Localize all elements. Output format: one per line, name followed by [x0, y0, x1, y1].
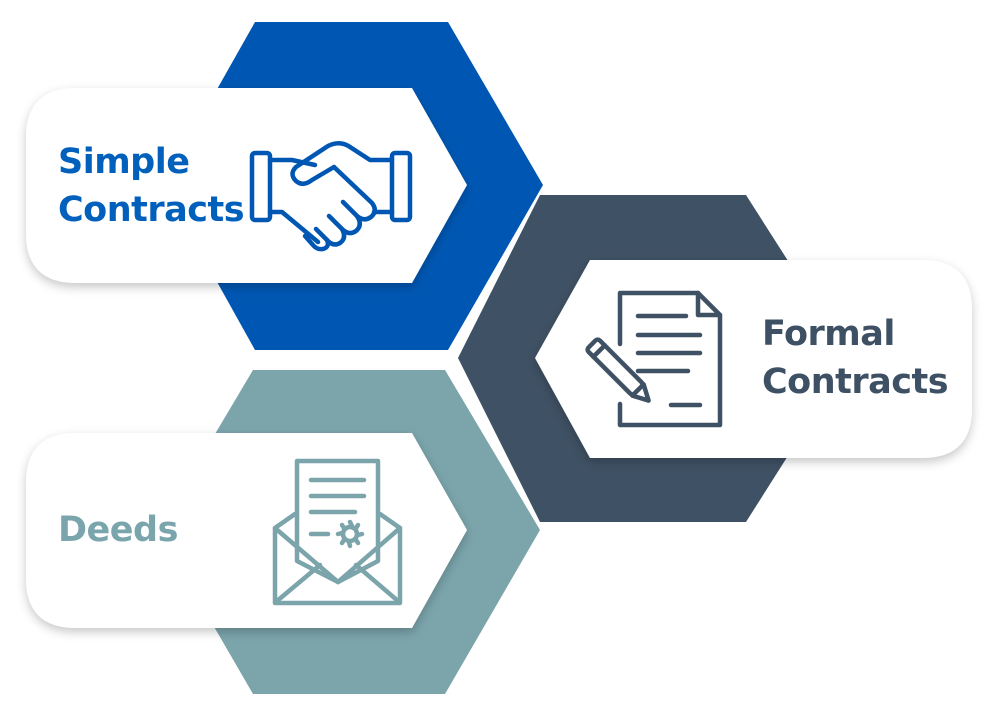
simple-contracts-card	[26, 88, 467, 283]
formal-contracts-label: Formal Contracts	[762, 310, 949, 406]
formal-contracts-card	[535, 260, 972, 458]
deeds-label: Deeds	[58, 506, 178, 554]
document-pen-icon	[585, 290, 723, 428]
formal-contracts-label-line-1: Formal	[762, 314, 895, 354]
handshake-icon	[249, 141, 413, 252]
simple-contracts-label: Simple Contracts	[58, 138, 245, 234]
simple-contracts-label-line-2: Contracts	[58, 190, 245, 230]
deeds-label-line-1: Deeds	[58, 510, 178, 550]
formal-contracts-label-line-2: Contracts	[762, 362, 949, 402]
sealed-envelope-icon	[272, 458, 403, 606]
simple-contracts-label-line-1: Simple	[58, 142, 190, 182]
